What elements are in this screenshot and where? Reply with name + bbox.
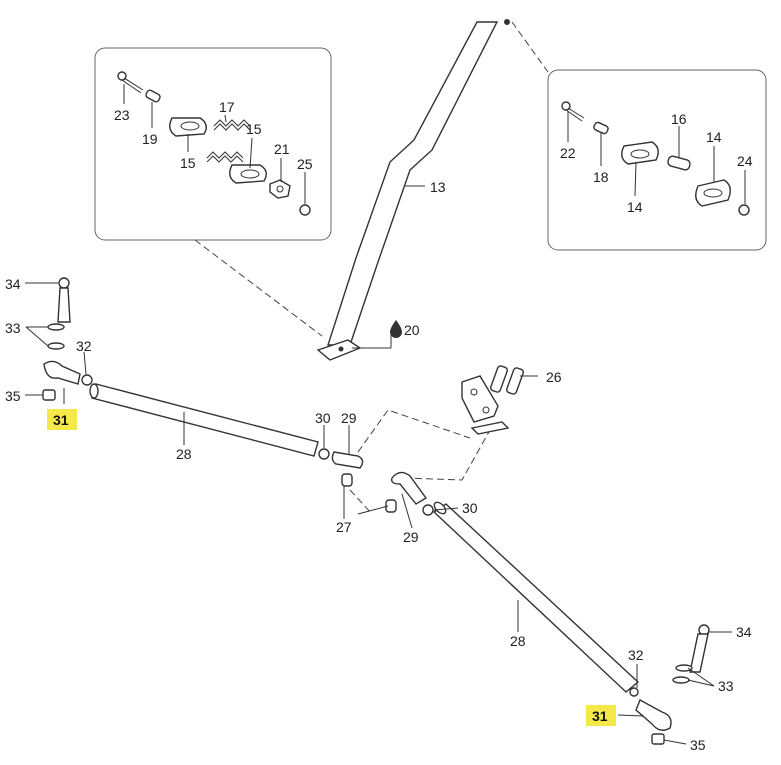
label-22: 22: [560, 145, 576, 161]
tie-rod-upper: [89, 383, 319, 457]
label-35-right: 35: [690, 737, 706, 753]
mount-bracket: [461, 365, 524, 435]
label-26: 26: [546, 369, 562, 385]
left-end-parts: [42, 277, 93, 401]
label-16: 16: [671, 111, 687, 127]
label-28-upper: 28: [176, 446, 192, 462]
label-14-left: 14: [627, 199, 643, 215]
label-29-upper: 29: [341, 410, 357, 426]
part-labels: 34 33 32 35 31 28 30 29 27 29 30 26 13 2…: [5, 99, 753, 753]
tie-rod-lower: [432, 501, 640, 693]
steering-column: [316, 19, 510, 361]
label-30-lower: 30: [462, 500, 478, 516]
label-31-left: 31: [53, 412, 69, 428]
label-14-right: 14: [706, 129, 722, 145]
label-32-left: 32: [76, 338, 92, 354]
label-30-upper: 30: [315, 410, 331, 426]
dashed-guides: [194, 21, 549, 515]
label-33-right: 33: [718, 678, 734, 694]
inset-left-box: [94, 47, 332, 241]
highlight-31-right: [586, 705, 616, 726]
label-34-left: 34: [5, 276, 21, 292]
highlight-31-left: [47, 409, 77, 430]
label-19: 19: [142, 131, 158, 147]
label-27: 27: [336, 519, 352, 535]
inset-right-box: [547, 69, 767, 251]
label-23: 23: [114, 107, 130, 123]
label-33-left: 33: [5, 320, 21, 336]
oil-drop-icon: [390, 320, 402, 338]
label-24: 24: [737, 153, 753, 169]
label-34-right: 34: [736, 624, 752, 640]
right-end-parts: [629, 624, 710, 745]
label-15-bottom: 15: [246, 121, 262, 137]
label-leaders: [25, 84, 746, 745]
label-20: 20: [404, 322, 420, 338]
label-35-left: 35: [5, 388, 21, 404]
label-15-top: 15: [180, 155, 196, 171]
label-13: 13: [430, 179, 446, 195]
label-18: 18: [593, 169, 609, 185]
label-17: 17: [219, 99, 235, 115]
label-32-right: 32: [628, 647, 644, 663]
label-28-lower: 28: [510, 633, 526, 649]
label-21: 21: [274, 141, 290, 157]
label-25: 25: [297, 156, 313, 172]
label-31-right: 31: [592, 708, 608, 724]
label-29-lower: 29: [403, 529, 419, 545]
center-joint-parts: [318, 448, 434, 516]
